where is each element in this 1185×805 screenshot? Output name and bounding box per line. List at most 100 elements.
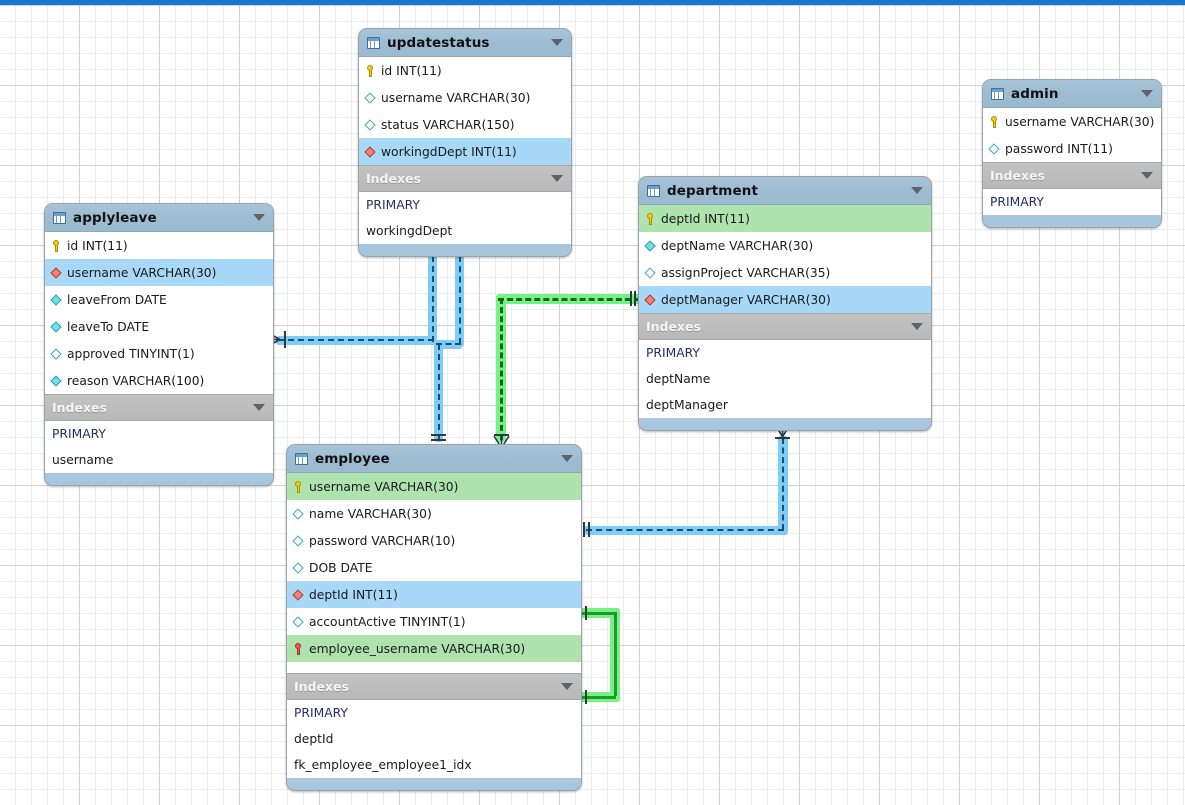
column-row[interactable]: deptManager VARCHAR(30) bbox=[639, 286, 931, 313]
collapse-caret-icon[interactable] bbox=[551, 175, 563, 182]
column-row[interactable]: deptId INT(11) bbox=[639, 205, 931, 232]
index-row[interactable]: deptName bbox=[639, 366, 931, 392]
column-list: deptId INT(11)deptName VARCHAR(30) assign… bbox=[639, 205, 931, 313]
table-header-admin[interactable]: admin bbox=[983, 80, 1161, 108]
index-list: PRIMARY bbox=[983, 189, 1161, 215]
relation-bar-marker bbox=[431, 434, 446, 436]
column-list: id INT(11)username VARCHAR(30) status VAR… bbox=[359, 57, 571, 165]
primary-key-icon bbox=[364, 64, 377, 78]
column-row[interactable]: employee_username VARCHAR(30) bbox=[287, 635, 581, 662]
index-row[interactable]: PRIMARY bbox=[45, 421, 273, 447]
column-label: username VARCHAR(30) bbox=[67, 265, 217, 280]
notnull-diamond-icon bbox=[50, 374, 63, 388]
column-label: deptManager VARCHAR(30) bbox=[661, 292, 831, 307]
collapse-caret-icon[interactable] bbox=[561, 683, 573, 690]
collapse-caret-icon[interactable] bbox=[253, 214, 265, 221]
column-row[interactable]: assignProject VARCHAR(35) bbox=[639, 259, 931, 286]
column-list: username VARCHAR(30)name VARCHAR(30)pass… bbox=[287, 473, 581, 673]
table-header-employee[interactable]: employee bbox=[287, 445, 581, 473]
connector-segment bbox=[782, 438, 784, 530]
connector-segment bbox=[500, 298, 503, 440]
nullable-diamond-icon bbox=[292, 561, 305, 575]
indexes-section-header[interactable]: Indexes bbox=[287, 673, 581, 700]
relation-bar-marker bbox=[583, 522, 585, 537]
column-label: status VARCHAR(150) bbox=[381, 117, 515, 132]
window-top-accent-bar bbox=[0, 0, 1185, 5]
column-label: employee_username VARCHAR(30) bbox=[309, 641, 526, 656]
collapse-caret-icon[interactable] bbox=[911, 187, 923, 194]
column-row[interactable]: password INT(11) bbox=[983, 135, 1161, 162]
column-row[interactable]: leaveTo DATE bbox=[45, 313, 273, 340]
index-row[interactable]: PRIMARY bbox=[639, 340, 931, 366]
connector-segment bbox=[580, 612, 616, 615]
index-row[interactable]: deptId bbox=[287, 726, 581, 752]
column-row[interactable]: leaveFrom DATE bbox=[45, 286, 273, 313]
table-title: updatestatus bbox=[387, 34, 490, 51]
column-row[interactable]: id INT(11) bbox=[45, 232, 273, 259]
table-icon bbox=[295, 452, 308, 465]
relation-bar-marker bbox=[585, 690, 587, 704]
column-row[interactable]: username VARCHAR(30) bbox=[983, 108, 1161, 135]
index-row[interactable]: deptManager bbox=[639, 392, 931, 418]
table-footer bbox=[639, 418, 931, 430]
collapse-caret-icon[interactable] bbox=[551, 39, 563, 46]
foreign-primary-key-icon bbox=[292, 642, 305, 656]
column-row[interactable]: reason VARCHAR(100) bbox=[45, 367, 273, 394]
column-row[interactable]: deptName VARCHAR(30) bbox=[639, 232, 931, 259]
column-label: workingdDept INT(11) bbox=[381, 144, 517, 159]
relation-bar-marker bbox=[634, 291, 636, 306]
column-label: reason VARCHAR(100) bbox=[67, 373, 205, 388]
notnull-diamond-icon bbox=[644, 239, 657, 253]
collapse-caret-icon[interactable] bbox=[561, 455, 573, 462]
indexes-label: Indexes bbox=[366, 171, 421, 186]
index-row[interactable]: PRIMARY bbox=[983, 189, 1161, 215]
collapse-caret-icon[interactable] bbox=[1141, 90, 1153, 97]
table-card-employee[interactable]: employee username VARCHAR(30)name VARCHAR… bbox=[286, 444, 582, 791]
collapse-caret-icon[interactable] bbox=[253, 404, 265, 411]
table-header-updatestatus[interactable]: updatestatus bbox=[359, 29, 571, 57]
index-row[interactable]: PRIMARY bbox=[287, 700, 581, 726]
connector-segment bbox=[436, 343, 461, 345]
indexes-section-header[interactable]: Indexes bbox=[45, 394, 273, 421]
column-row[interactable]: id INT(11) bbox=[359, 57, 571, 84]
column-list: username VARCHAR(30) password INT(11) bbox=[983, 108, 1161, 162]
index-row[interactable]: workingdDept bbox=[359, 218, 571, 244]
notnull-diamond-icon bbox=[50, 293, 63, 307]
relation-bar-marker bbox=[775, 437, 790, 439]
column-row[interactable]: name VARCHAR(30) bbox=[287, 500, 581, 527]
column-row[interactable]: password VARCHAR(10) bbox=[287, 527, 581, 554]
index-row[interactable]: fk_employee_employee1_idx bbox=[287, 752, 581, 778]
nullable-diamond-icon bbox=[364, 118, 377, 132]
indexes-label: Indexes bbox=[294, 679, 349, 694]
column-row[interactable]: username VARCHAR(30) bbox=[359, 84, 571, 111]
index-row[interactable]: PRIMARY bbox=[359, 192, 571, 218]
column-row[interactable]: workingdDept INT(11) bbox=[359, 138, 571, 165]
column-row[interactable]: DOB DATE bbox=[287, 554, 581, 581]
index-row[interactable]: username bbox=[45, 447, 273, 473]
column-row[interactable]: approved TINYINT(1) bbox=[45, 340, 273, 367]
primary-key-icon bbox=[988, 115, 1001, 129]
table-header-department[interactable]: department bbox=[639, 177, 931, 205]
indexes-section-header[interactable]: Indexes bbox=[983, 162, 1161, 189]
connector-segment bbox=[586, 529, 784, 531]
column-row[interactable]: deptId INT(11) bbox=[287, 581, 581, 608]
column-label: assignProject VARCHAR(35) bbox=[661, 265, 831, 280]
collapse-caret-icon[interactable] bbox=[1141, 172, 1153, 179]
column-row[interactable]: username VARCHAR(30) bbox=[287, 473, 581, 500]
column-row[interactable]: status VARCHAR(150) bbox=[359, 111, 571, 138]
collapse-caret-icon[interactable] bbox=[911, 323, 923, 330]
column-label: username VARCHAR(30) bbox=[1005, 114, 1155, 129]
table-card-admin[interactable]: admin username VARCHAR(30) password INT(11… bbox=[982, 79, 1162, 228]
relation-bar-marker bbox=[284, 331, 286, 348]
column-row[interactable]: accountActive TINYINT(1) bbox=[287, 608, 581, 635]
table-card-updatestatus[interactable]: updatestatus id INT(11)username VARCHAR(3… bbox=[358, 28, 572, 257]
table-title: employee bbox=[315, 450, 390, 467]
indexes-section-header[interactable]: Indexes bbox=[359, 165, 571, 192]
indexes-section-header[interactable]: Indexes bbox=[639, 313, 931, 340]
table-header-applyleave[interactable]: applyleave bbox=[45, 204, 273, 232]
column-row[interactable]: username VARCHAR(30) bbox=[45, 259, 273, 286]
